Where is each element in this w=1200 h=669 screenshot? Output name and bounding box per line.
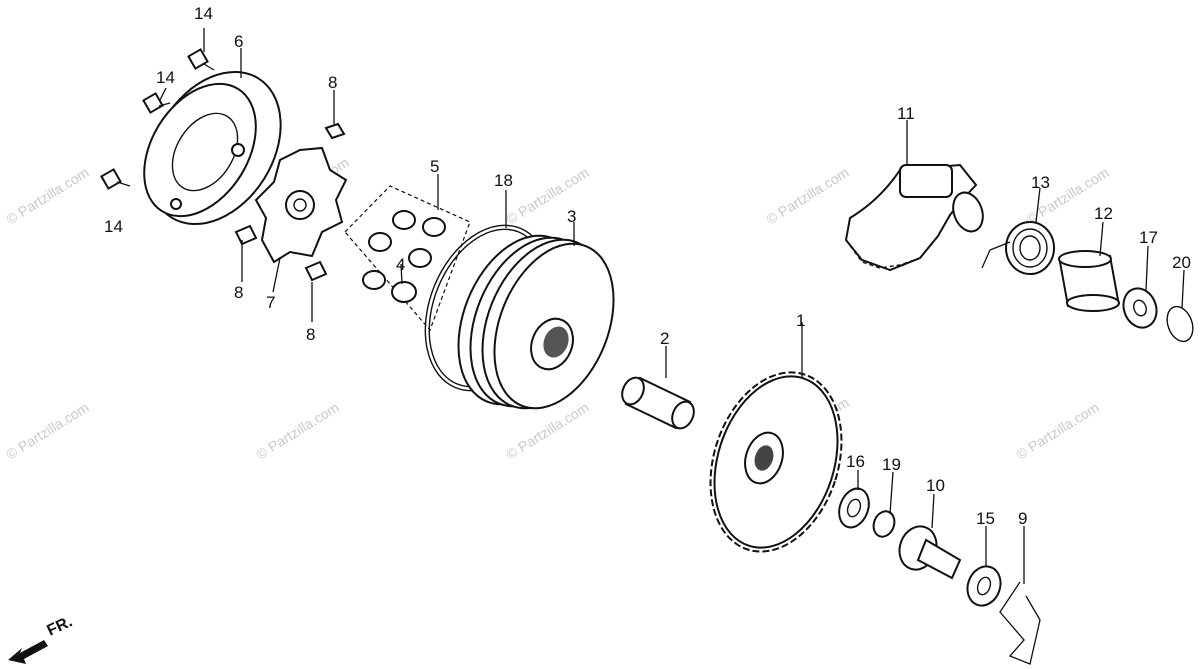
- callout-6: 6: [234, 32, 243, 51]
- callout-8: 8: [306, 325, 315, 344]
- callout-13: 13: [1031, 173, 1050, 192]
- watermark: © Partzilla.com: [3, 164, 91, 228]
- callout-20: 20: [1172, 253, 1191, 272]
- callout-10: 10: [926, 476, 945, 495]
- watermark: © Partzilla.com: [503, 164, 591, 228]
- part-10-pinion: [898, 525, 962, 580]
- part-17-washer: [1122, 287, 1158, 329]
- callout-labels: 14 6 14 14 8 8 7 8 5 4 18 3 2 1 11 13 12…: [104, 4, 1191, 528]
- callout-15: 15: [976, 509, 995, 528]
- callout-14: 14: [104, 217, 123, 236]
- watermark: © Partzilla.com: [503, 399, 591, 463]
- part-5-roller-set: [344, 185, 471, 332]
- bolt-icon: [100, 168, 131, 190]
- front-direction-marker: FR.: [8, 613, 75, 664]
- callout-9: 9: [1018, 509, 1027, 528]
- callout-8: 8: [234, 283, 243, 302]
- bolt-icon: [142, 92, 171, 114]
- part-1-driven-gear: [709, 371, 843, 553]
- part-16-washer: [838, 487, 870, 529]
- part-20-circlip: [1166, 305, 1194, 343]
- callout-8: 8: [328, 73, 337, 92]
- part-15-washer: [966, 565, 1002, 607]
- callout-7: 7: [266, 293, 275, 312]
- callout-4: 4: [396, 255, 405, 274]
- callout-2: 2: [660, 329, 669, 348]
- bolt-icon: [187, 48, 215, 71]
- part-8-clips: [234, 122, 346, 282]
- watermark: © Partzilla.com: [763, 164, 851, 228]
- callout-14: 14: [156, 68, 175, 87]
- callout-1: 1: [796, 311, 805, 330]
- part-12-bushing: [1058, 250, 1120, 312]
- callout-14: 14: [194, 4, 213, 23]
- watermark: © Partzilla.com: [253, 399, 341, 463]
- callout-17: 17: [1139, 228, 1158, 247]
- front-label: FR.: [45, 613, 76, 639]
- watermark: © Partzilla.com: [1013, 399, 1101, 463]
- callout-16: 16: [846, 452, 865, 471]
- part-3-drive-face: [457, 234, 615, 410]
- leader-lines: [159, 28, 1185, 584]
- part-9-clip: [999, 581, 1041, 665]
- part-13-spring: [981, 221, 1055, 275]
- part-6-cover: [143, 70, 282, 226]
- part-19-nut: [872, 510, 896, 538]
- part-2-collar: [621, 376, 695, 430]
- callout-12: 12: [1094, 204, 1113, 223]
- callout-3: 3: [567, 207, 576, 226]
- watermark: © Partzilla.com: [3, 399, 91, 463]
- callout-5: 5: [430, 157, 439, 176]
- callout-19: 19: [882, 455, 901, 474]
- callout-11: 11: [897, 104, 915, 123]
- arrow-left-icon: [8, 640, 48, 664]
- callout-18: 18: [494, 171, 513, 190]
- part-11-kick-spindle: [844, 163, 984, 272]
- part-14-bolts: [100, 48, 215, 190]
- part-7-ramp-plate: [254, 146, 348, 264]
